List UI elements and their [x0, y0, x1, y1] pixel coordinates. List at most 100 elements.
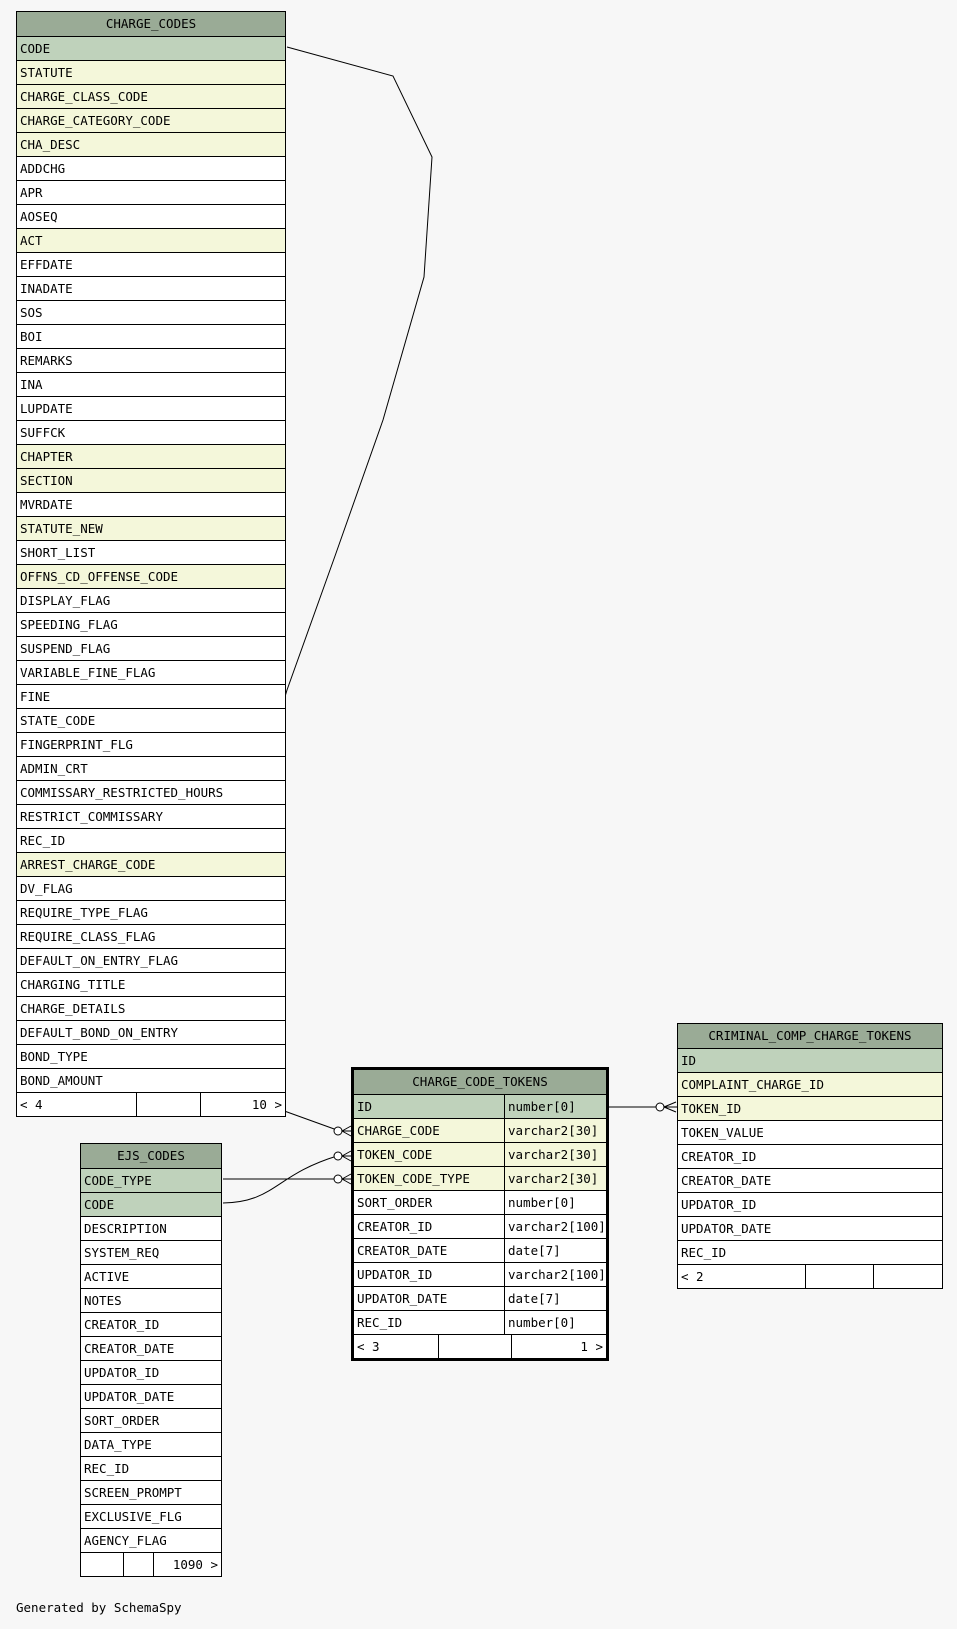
- children-count[interactable]: < 4: [17, 1093, 137, 1116]
- children-count[interactable]: < 2: [678, 1265, 806, 1288]
- parents-count[interactable]: [874, 1265, 942, 1288]
- footer-spacer[interactable]: [439, 1335, 512, 1358]
- column-row[interactable]: NOTES: [81, 1288, 221, 1312]
- column-row[interactable]: UPDATOR_ID: [678, 1192, 942, 1216]
- table-title[interactable]: CHARGE_CODES: [17, 12, 285, 36]
- table-title[interactable]: CRIMINAL_COMP_CHARGE_TOKENS: [678, 1024, 942, 1048]
- column-row[interactable]: UPDATOR_DATE: [678, 1216, 942, 1240]
- column-row[interactable]: REQUIRE_TYPE_FLAG: [17, 900, 285, 924]
- column-row[interactable]: STATE_CODE: [17, 708, 285, 732]
- column-row[interactable]: LUPDATE: [17, 396, 285, 420]
- column-row[interactable]: SORT_ORDER: [81, 1408, 221, 1432]
- parents-count[interactable]: 1090 >: [172, 1557, 218, 1572]
- column-row[interactable]: CHARGE_CATEGORY_CODE: [17, 108, 285, 132]
- column-row[interactable]: MVRDATE: [17, 492, 285, 516]
- column-row[interactable]: OFFNS_CD_OFFENSE_CODE: [17, 564, 285, 588]
- table-title[interactable]: EJS_CODES: [81, 1144, 221, 1168]
- column-row[interactable]: BOND_TYPE: [17, 1044, 285, 1068]
- column-row[interactable]: SHORT_LIST: [17, 540, 285, 564]
- column-row[interactable]: SYSTEM_REQ: [81, 1240, 221, 1264]
- column-row[interactable]: CHARGING_TITLE: [17, 972, 285, 996]
- column-row[interactable]: SECTION: [17, 468, 285, 492]
- column-row[interactable]: UPDATOR_DATE: [81, 1384, 221, 1408]
- column-row[interactable]: CODE: [81, 1192, 221, 1216]
- column-row[interactable]: STATUTE: [17, 60, 285, 84]
- column-row[interactable]: DEFAULT_ON_ENTRY_FLAG: [17, 948, 285, 972]
- column-row[interactable]: ID: [678, 1048, 942, 1072]
- column-row[interactable]: ADDCHG: [17, 156, 285, 180]
- column-row[interactable]: DATA_TYPE: [81, 1432, 221, 1456]
- column-row[interactable]: REC_ID: [17, 828, 285, 852]
- parents-count[interactable]: 1 >: [580, 1339, 603, 1354]
- column-row[interactable]: ACT: [17, 228, 285, 252]
- column-row[interactable]: REQUIRE_CLASS_FLAG: [17, 924, 285, 948]
- column-row[interactable]: CREATOR_ID: [678, 1144, 942, 1168]
- parents-count[interactable]: 10 >: [251, 1097, 282, 1112]
- column-row[interactable]: INADATE: [17, 276, 285, 300]
- column-row[interactable]: ADMIN_CRT: [17, 756, 285, 780]
- column-row[interactable]: AOSEQ: [17, 204, 285, 228]
- footer-spacer[interactable]: [806, 1265, 874, 1288]
- footer-spacer[interactable]: [124, 1553, 154, 1576]
- column-row[interactable]: CHAPTER: [17, 444, 285, 468]
- column-row[interactable]: DISPLAY_FLAG: [17, 588, 285, 612]
- column-row[interactable]: VARIABLE_FINE_FLAG: [17, 660, 285, 684]
- column-row[interactable]: UPDATOR_ID: [81, 1360, 221, 1384]
- column-row[interactable]: DV_FLAG: [17, 876, 285, 900]
- column-row[interactable]: COMPLAINT_CHARGE_ID: [678, 1072, 942, 1096]
- column-row[interactable]: TOKEN_VALUE: [678, 1120, 942, 1144]
- footer-spacer[interactable]: [137, 1093, 201, 1116]
- column-row[interactable]: CODE_TYPE: [81, 1168, 221, 1192]
- column-row[interactable]: STATUTE_NEW: [17, 516, 285, 540]
- column-row[interactable]: INA: [17, 372, 285, 396]
- column-row[interactable]: EFFDATE: [17, 252, 285, 276]
- column-row[interactable]: REC_ID: [81, 1456, 221, 1480]
- column-row[interactable]: CREATOR_DATE: [81, 1336, 221, 1360]
- column-row[interactable]: ACTIVE: [81, 1264, 221, 1288]
- column-row[interactable]: CREATOR_DATE: [678, 1168, 942, 1192]
- column-name: CREATOR_DATE: [681, 1173, 772, 1188]
- column-row[interactable]: SCREEN_PROMPT: [81, 1480, 221, 1504]
- column-row[interactable]: REMARKS: [17, 348, 285, 372]
- column-row[interactable]: SOS: [17, 300, 285, 324]
- children-count[interactable]: [81, 1553, 124, 1576]
- column-row[interactable]: RESTRICT_COMMISSARY: [17, 804, 285, 828]
- column-row[interactable]: DEFAULT_BOND_ON_ENTRY: [17, 1020, 285, 1044]
- column-row[interactable]: EXCLUSIVE_FLG: [81, 1504, 221, 1528]
- column-row[interactable]: BOND_AMOUNT: [17, 1068, 285, 1092]
- column-row[interactable]: AGENCY_FLAG: [81, 1528, 221, 1552]
- column-row[interactable]: REC_ID: [678, 1240, 942, 1264]
- column-row[interactable]: FINGERPRINT_FLG: [17, 732, 285, 756]
- column-row[interactable]: SPEEDING_FLAG: [17, 612, 285, 636]
- children-count[interactable]: < 3: [354, 1335, 439, 1358]
- column-row[interactable]: CHA_DESC: [17, 132, 285, 156]
- column-row[interactable]: FINE: [17, 684, 285, 708]
- column-row[interactable]: ARREST_CHARGE_CODE: [17, 852, 285, 876]
- column-row[interactable]: SUSPEND_FLAG: [17, 636, 285, 660]
- column-row[interactable]: COMMISSARY_RESTRICTED_HOURS: [17, 780, 285, 804]
- column-row[interactable]: CHARGE_DETAILS: [17, 996, 285, 1020]
- column-row[interactable]: SUFFCK: [17, 420, 285, 444]
- column-row[interactable]: CHARGE_CLASS_CODE: [17, 84, 285, 108]
- column-row[interactable]: APR: [17, 180, 285, 204]
- column-row[interactable]: CREATOR_ID: [81, 1312, 221, 1336]
- column-row[interactable]: TOKEN_ID: [678, 1096, 942, 1120]
- column-row[interactable]: CODE: [17, 36, 285, 60]
- column-row[interactable]: BOI: [17, 324, 285, 348]
- table-title[interactable]: CHARGE_CODE_TOKENS: [354, 1070, 606, 1094]
- column-row[interactable]: DESCRIPTION: [81, 1216, 221, 1240]
